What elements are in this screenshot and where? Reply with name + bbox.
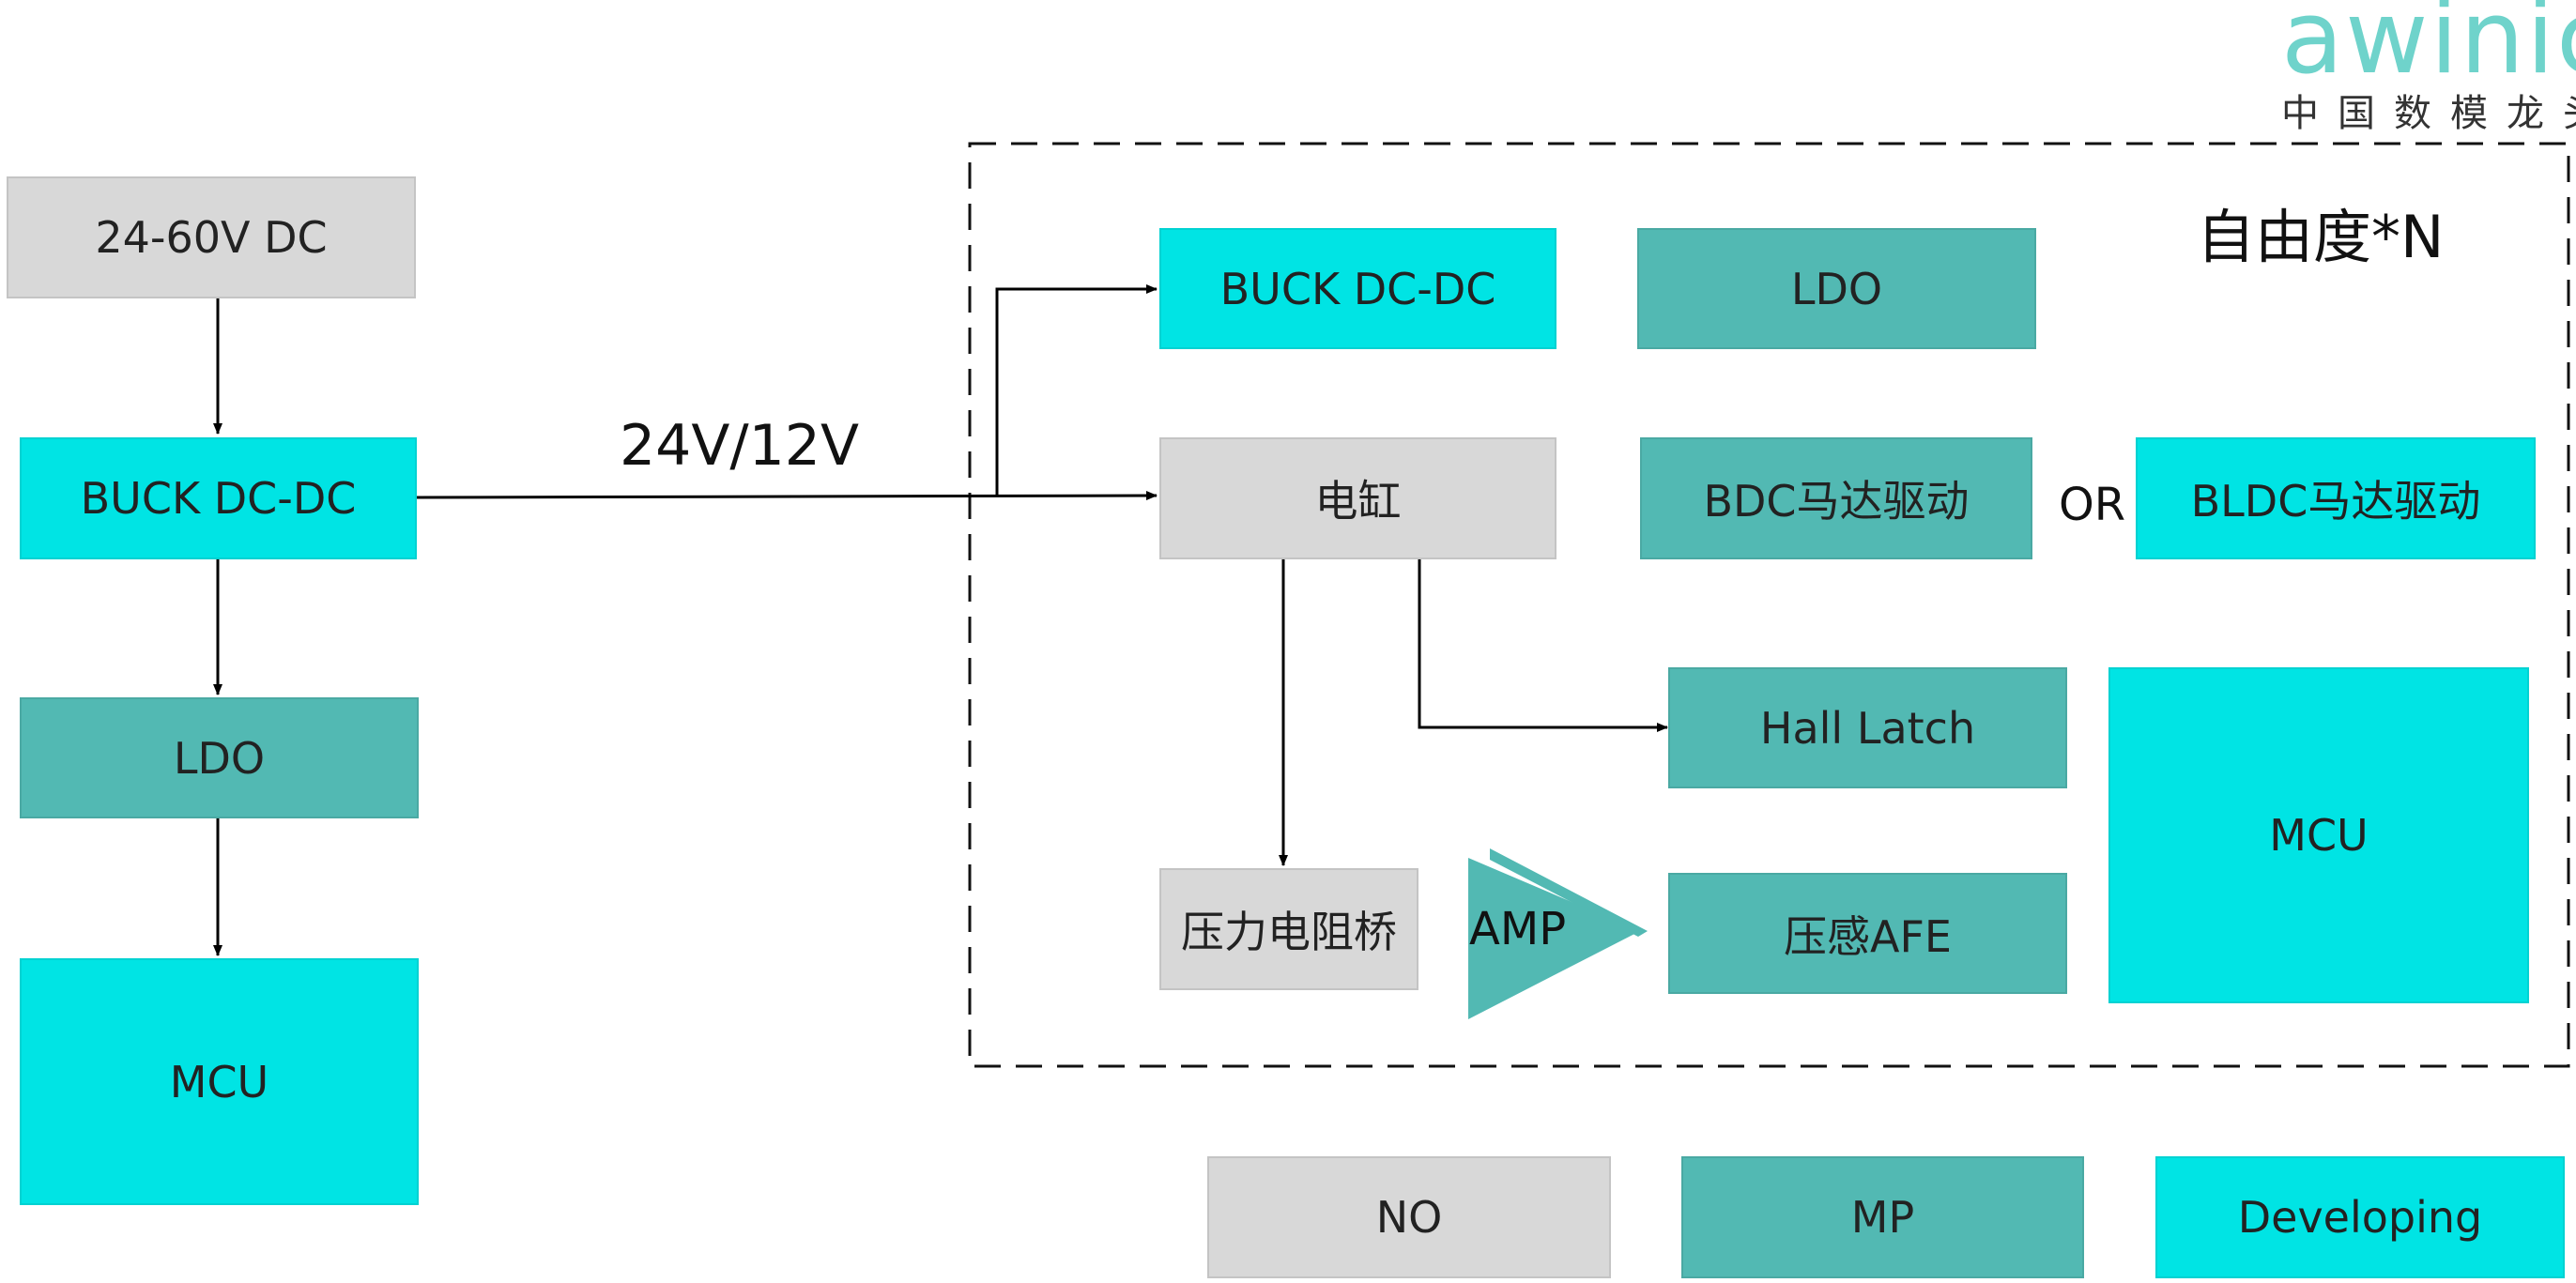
left-mcu-box: MCU	[20, 958, 419, 1205]
arrow-cylinder-to-hall	[1418, 559, 1668, 732]
group-boundary	[968, 142, 2570, 1068]
amp-triangle-shadow	[1490, 848, 1648, 937]
amp-label: AMP	[1469, 903, 1567, 955]
amp-triangle	[1468, 858, 1640, 1019]
left-ldo-box: LDO	[20, 697, 419, 818]
pressure-afe-box: 压感AFE	[1668, 873, 2067, 994]
logo-brand: awinic	[2281, 0, 2576, 97]
legend-mp: MP	[1681, 1156, 2084, 1278]
or-label: OR	[2059, 479, 2126, 531]
legend-no: NO	[1207, 1156, 1611, 1278]
group-buck-dcdc-box: BUCK DC-DC	[1159, 228, 1556, 349]
bldc-motor-driver-box: BLDC马达驱动	[2136, 437, 2536, 559]
bdc-motor-driver-box: BDC马达驱动	[1640, 437, 2032, 559]
group-mcu-box: MCU	[2108, 667, 2529, 1003]
group-title: 自由度*N	[2197, 203, 2445, 271]
bus-line	[416, 491, 1158, 501]
pressure-bridge-box: 压力电阻桥	[1159, 868, 1418, 990]
cylinder-box: 电缸	[1159, 437, 1556, 559]
arrow-bus-to-group-buck	[995, 284, 1158, 496]
hall-latch-box: Hall Latch	[1668, 667, 2067, 788]
left-buck-dcdc-box: BUCK DC-DC	[20, 437, 417, 559]
bus-voltage-label: 24V/12V	[620, 413, 859, 479]
legend-developing: Developing	[2155, 1156, 2565, 1278]
group-ldo-box: LDO	[1637, 228, 2036, 349]
supply-24-60v-box: 24-60V DC	[7, 176, 416, 298]
logo-tagline: 中国数模龙头	[2281, 92, 2576, 135]
